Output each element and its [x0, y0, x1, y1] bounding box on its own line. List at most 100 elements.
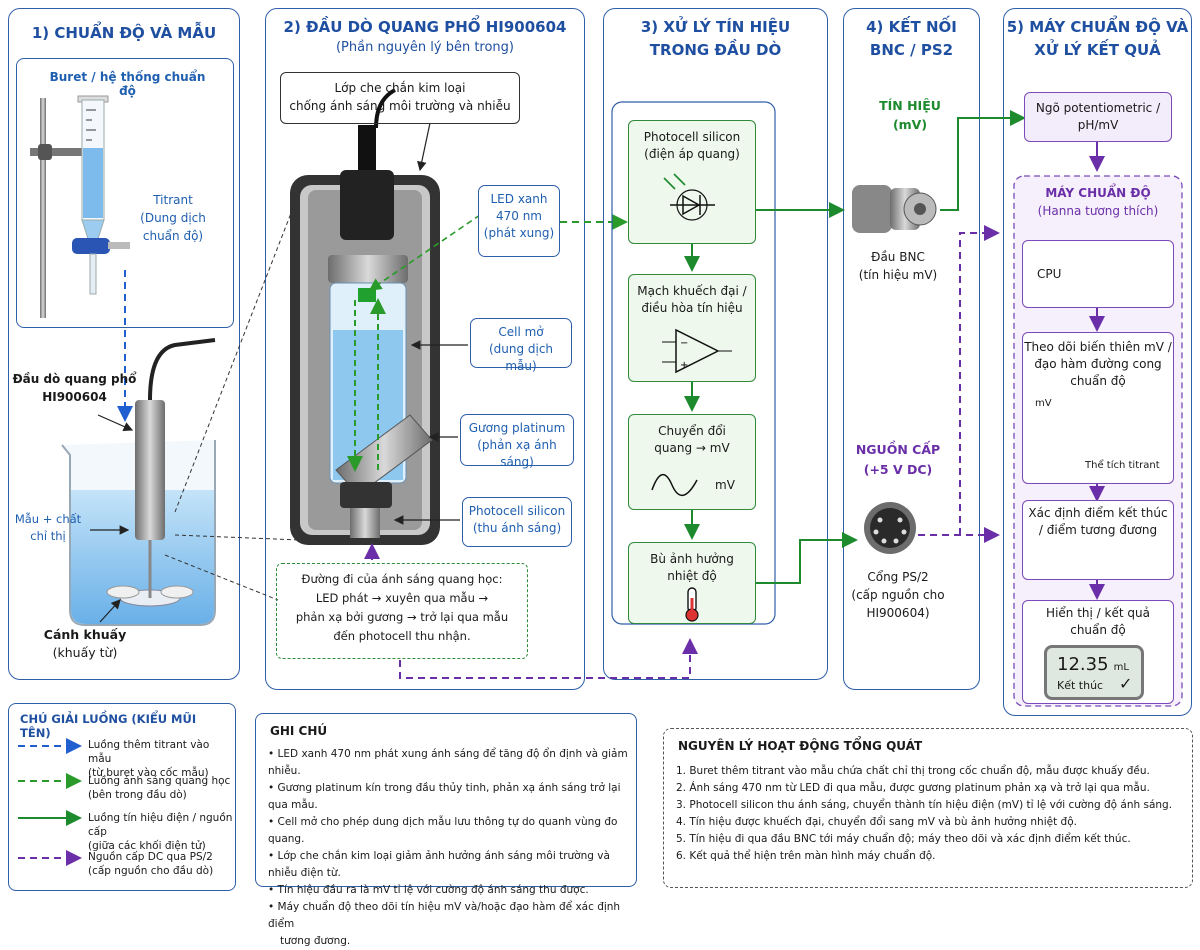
buret-label: Buret / hệ thống chuẩn độ: [49, 70, 206, 98]
principle-box: NGUYÊN LÝ HOẠT ĐỘNG TỔNG QUÁT 1. Buret t…: [663, 728, 1193, 888]
cell-text-1: Cell mở: [498, 325, 544, 339]
titrator-label-1: MÁY CHUẨN ĐỘ: [1045, 186, 1151, 200]
panel-titrator-title-2: XỬ LÝ KẾT QUẢ: [1034, 41, 1161, 59]
note-item: • Tín hiệu đầu ra là mV tỉ lệ với cường …: [268, 884, 589, 896]
principle-item: 2. Ánh sáng 470 nm từ LED đi qua mẫu, đư…: [676, 782, 1150, 794]
converter-box: Chuyển đổi quang → mV mV: [628, 414, 756, 510]
ps2-label-1: Cổng PS/2: [867, 570, 929, 584]
legend-light-1: Luồng ánh sáng quang học: [88, 775, 231, 787]
legend-item: Luồng ánh sáng quang học (bên trong đầu …: [88, 774, 233, 802]
display-text-1: Hiển thị / kết quả: [1046, 606, 1150, 620]
titrant-label-2: (Dung dịch: [140, 211, 206, 225]
temperature-text-2: nhiệt độ: [667, 569, 717, 583]
converter-text-2: quang → mV: [654, 441, 730, 455]
cpu-box: CPU: [1022, 240, 1174, 308]
monitor-box: Theo dõi biến thiên mV / đạo hàm đường c…: [1022, 332, 1174, 484]
principle-item: 5. Tín hiệu đi qua đầu BNC tới máy chuẩn…: [676, 833, 1131, 845]
amplifier-box: Mạch khuếch đại / điều hòa tín hiệu: [628, 274, 756, 382]
led-pointer: [368, 214, 481, 291]
photocell-voltage-text-2: (điện áp quang): [644, 147, 740, 161]
legend-signal-1: Luồng tín hiệu điện / nguồn cấp: [88, 812, 233, 838]
notes-title: GHI CHÚ: [270, 724, 328, 738]
reading-status: Kết thúc: [1057, 679, 1104, 692]
note-item: • Máy chuẩn độ theo dõi tín hiệu mV và/h…: [268, 901, 621, 930]
led-callout: LED xanh 470 nm (phát xung): [478, 185, 560, 257]
bnc-to-titrator-arrow: [940, 110, 1026, 211]
cell-callout: Cell mở (dung dịch mẫu): [470, 318, 572, 373]
photocell-callout: Photocell silicon (thu ánh sáng): [462, 497, 572, 547]
photocell-voltage-box: Photocell silicon (điện áp quang): [628, 120, 756, 244]
potentiometric-text-2: pH/mV: [1077, 118, 1119, 132]
monitor-text-1: Theo dõi biến thiên mV /: [1024, 340, 1172, 354]
ps2-label-2: (cấp nguồn cho: [851, 588, 945, 602]
titrant-label-3: chuẩn độ): [142, 229, 204, 243]
temperature-text-1: Bù ảnh hưởng: [650, 552, 734, 566]
bnc-label-1: Đầu BNC: [871, 250, 925, 264]
amplifier-text-1: Mạch khuếch đại /: [637, 284, 747, 298]
stirrer-pointer: [99, 599, 121, 623]
legend-titrant-2: (từ buret vào cốc mẫu): [88, 767, 209, 779]
ps2-label-3: HI900604): [866, 606, 930, 620]
shield-text-2: chống ánh sáng môi trường và nhiễu: [289, 99, 511, 113]
graph-x-label: Thể tích titrant: [1085, 460, 1160, 471]
buret-stand-illustration: [30, 95, 130, 318]
notes-list: • LED xanh 470 nm phát xung ánh sáng để …: [268, 746, 628, 950]
panel-signal-title-1: 3) XỬ LÝ TÍN HIỆU: [640, 18, 791, 36]
converter-text-1: Chuyển đổi: [658, 424, 726, 438]
sample-label-1: Mẫu + chất: [14, 512, 82, 526]
principle-list: 1. Buret thêm titrant vào mẫu chứa chất …: [676, 763, 1186, 865]
graph-y-label: mV: [1035, 398, 1052, 409]
compensation-to-ps2-arrow: [756, 532, 858, 584]
note-item: • Gương platinum kín trong đầu thủy tinh…: [268, 782, 621, 811]
reading-unit: mL: [1113, 662, 1129, 673]
endpoint-box: Xác định điểm kết thúc / điểm tương đươn…: [1022, 500, 1174, 580]
legend-item: Luồng tín hiệu điện / nguồn cấp (giữa cá…: [88, 811, 233, 853]
power-loop-arrow: [399, 638, 698, 679]
titrant-label-1: Titrant: [153, 193, 193, 207]
principle-item: 6. Kết quả thể hiện trên màn hình máy ch…: [676, 850, 936, 862]
led-text-2: 470 nm: [495, 209, 542, 223]
photocell-text-2: (thu ánh sáng): [472, 521, 562, 535]
led-text-1: LED xanh: [490, 192, 548, 206]
legend-item: Luồng thêm titrant vào mẫu (từ buret vào…: [88, 738, 233, 780]
light-path-2: LED phát → xuyên qua mẫu →: [315, 591, 489, 605]
monitor-text-3: chuẩn độ: [1070, 374, 1126, 388]
legend-title: CHÚ GIẢI LUỒNG (KIỂU MŨI TÊN): [20, 712, 197, 740]
notes-box: GHI CHÚ • LED xanh 470 nm phát xung ánh …: [255, 713, 637, 947]
legend-power-1: Nguồn cấp DC qua PS/2: [88, 851, 213, 863]
display-text-2: chuẩn độ: [1070, 623, 1126, 637]
legend-signal-2: (giữa các khối điện tử): [88, 840, 206, 852]
panel-probe-subtitle: (Phần nguyên lý bên trong): [335, 40, 514, 55]
cpu-label: CPU: [1037, 267, 1062, 281]
photocell-text-1: Photocell silicon: [468, 504, 566, 518]
probe-label-2: HI900604: [42, 390, 107, 404]
bnc-label-2: (tín hiệu mV): [858, 268, 938, 282]
panel-titration-title: 1) CHUẨN ĐỘ VÀ MẪU: [31, 24, 217, 42]
reading-value: 12.35: [1057, 654, 1109, 675]
beaker-illustration: [61, 338, 216, 626]
note-item: • LED xanh 470 nm phát xung ánh sáng để …: [268, 748, 628, 777]
note-item: tương đương.: [280, 935, 351, 947]
legend-titrant-1: Luồng thêm titrant vào mẫu: [88, 739, 210, 765]
legend-box: [8, 703, 236, 891]
result-screen: 12.35 mL Kết thúc ✓: [1044, 645, 1144, 700]
light-path-3: phản xạ bởi gương → trở lại qua mẫu: [295, 610, 509, 624]
shield-callout: Lớp che chắn kim loại chống ánh sáng môi…: [280, 72, 520, 124]
note-item: • Cell mở cho phép dung dịch mẫu lưu thô…: [268, 816, 618, 845]
amplifier-text-2: điều hòa tín hiệu: [641, 301, 743, 315]
light-path-4: đến photocell thu nhận.: [333, 629, 471, 643]
legend-light-2: (bên trong đầu dò): [88, 789, 187, 801]
stirrer-label-2: (khuấy từ): [52, 645, 118, 660]
potentiometric-input-box: Ngõ potentiometric / pH/mV: [1024, 92, 1172, 142]
shield-text-1: Lớp che chắn kim loại: [334, 81, 466, 95]
stirrer-label-1: Cánh khuấy: [43, 627, 127, 642]
mirror-text-2: (phản xạ ánh sáng): [477, 438, 557, 469]
mirror-text-1: Gương platinum: [468, 421, 566, 435]
buret-subpanel: [16, 58, 234, 328]
monitor-text-2: đạo hàm đường cong: [1034, 357, 1162, 371]
light-path-note: Đường đi của ánh sáng quang học: LED phá…: [276, 563, 528, 659]
probe-pointer: [97, 414, 134, 432]
panel-connect-title-2: BNC / PS2: [869, 41, 954, 59]
probe-label-1: Đầu dò quang phổ: [12, 372, 137, 386]
signal-label-1: TÍN HIỆU: [879, 98, 941, 113]
